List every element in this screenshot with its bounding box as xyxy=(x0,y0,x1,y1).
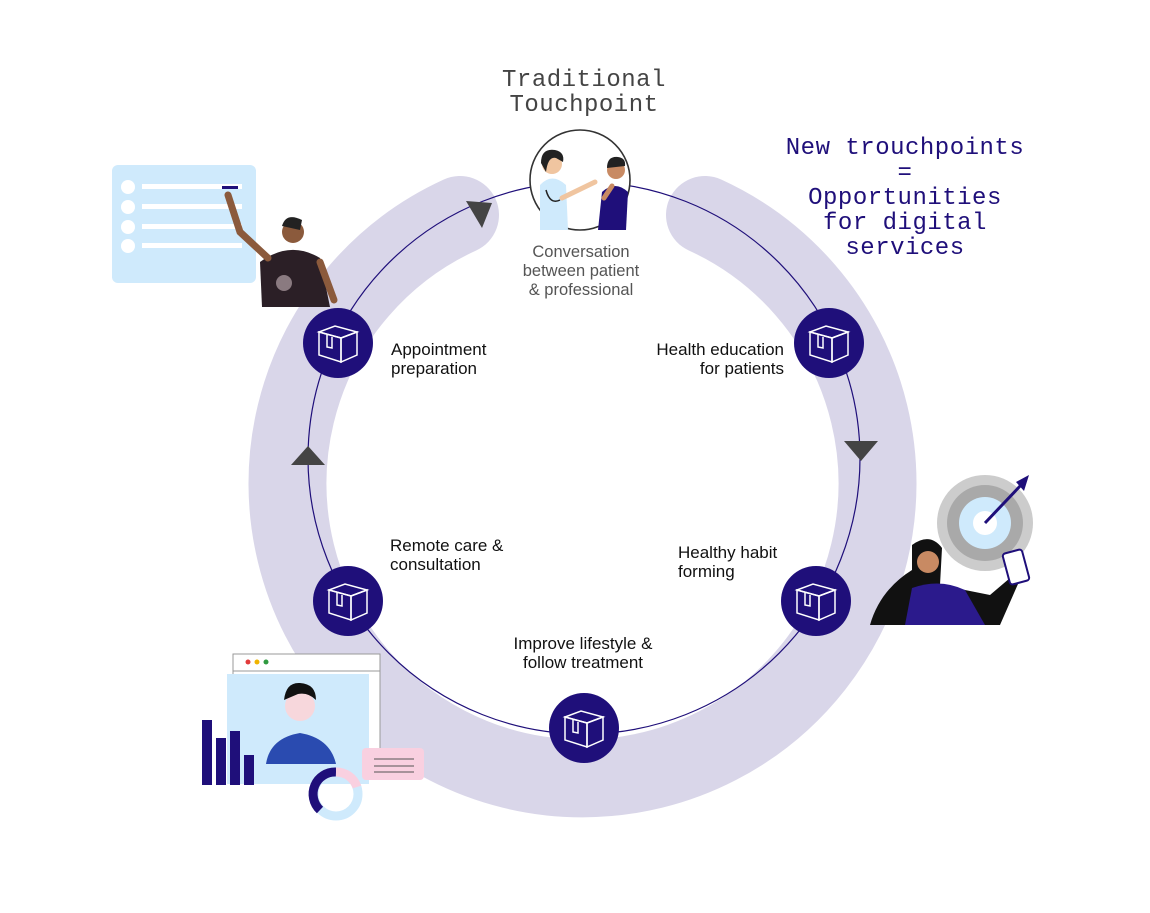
step-node-remote-care xyxy=(313,566,383,636)
box-icon xyxy=(562,710,606,749)
new-touchpoints-title: New trouchpoints = Opportunities for dig… xyxy=(760,136,1050,261)
step-label-line: Improve lifestyle & xyxy=(513,634,653,653)
video-call-icon xyxy=(202,653,424,821)
step-label-healthy-habit: Healthy habit forming xyxy=(678,543,777,581)
step-label-line: Appointment xyxy=(391,340,487,359)
doctor-patient-icon xyxy=(529,129,631,231)
step-label-line: Health education xyxy=(656,340,784,359)
step-label-line: forming xyxy=(678,562,735,581)
step-label-line: Remote care & xyxy=(390,536,504,555)
step-label-line: Healthy habit xyxy=(678,543,778,562)
box-icon xyxy=(794,583,838,622)
step-node-health-education xyxy=(794,308,864,378)
ring-band xyxy=(248,176,917,818)
box-icon xyxy=(316,325,360,364)
new-title-line: services xyxy=(845,235,965,262)
step-node-improve-lifestyle xyxy=(549,693,619,763)
step-label-appointment: Appointment preparation xyxy=(391,340,486,378)
traditional-title-line: Touchpoint xyxy=(509,92,659,119)
step-node-appointment xyxy=(303,308,373,378)
step-label-remote-care: Remote care & consultation xyxy=(390,536,503,574)
new-title-line: = xyxy=(897,160,913,187)
step-label-health-education: Health education for patients xyxy=(620,340,784,378)
step-label-line: for patients xyxy=(699,359,784,378)
step-label-improve-lifestyle: Improve lifestyle & follow treatment xyxy=(493,634,673,672)
arrow-head-icon xyxy=(844,441,878,461)
caption-line: & professional xyxy=(528,281,634,299)
arrow-head-icon xyxy=(291,446,325,465)
box-icon xyxy=(326,583,370,622)
caption-line: Conversation xyxy=(532,243,630,261)
arrow-head-icon xyxy=(466,201,492,228)
target-illustration xyxy=(870,475,1033,625)
step-label-line: preparation xyxy=(391,359,478,378)
traditional-touchpoint-caption: Conversation between patient & professio… xyxy=(495,243,667,300)
caption-line: between patient xyxy=(522,262,640,280)
step-label-line: follow treatment xyxy=(523,653,643,672)
step-label-line: consultation xyxy=(390,555,481,574)
step-node-healthy-habit xyxy=(781,566,851,636)
new-title-line: for digital xyxy=(823,210,987,237)
checklist-illustration xyxy=(112,165,338,307)
new-title-line: Opportunities xyxy=(808,185,1002,212)
box-icon xyxy=(807,325,851,364)
new-title-line: New trouchpoints xyxy=(785,135,1025,162)
traditional-touchpoint-title: Traditional Touchpoint xyxy=(470,68,698,118)
traditional-title-line: Traditional xyxy=(502,67,666,94)
